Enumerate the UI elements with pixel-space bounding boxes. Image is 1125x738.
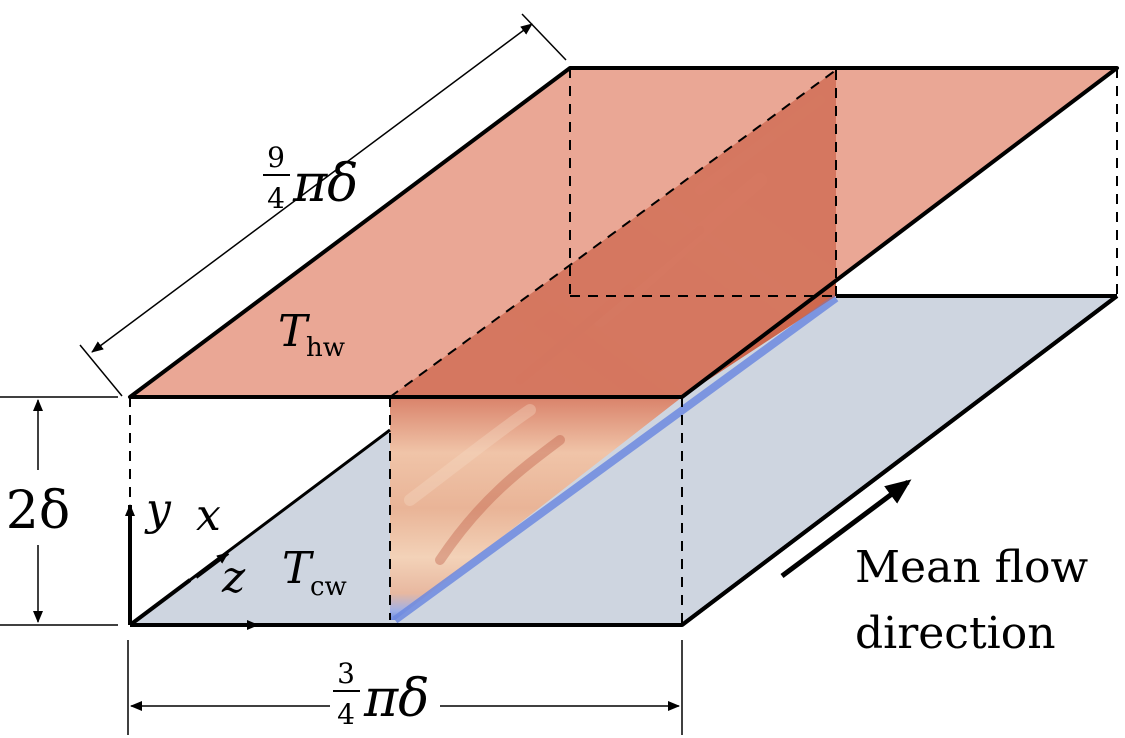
height-label: 2δ [6, 481, 70, 541]
flow-arrow [780, 479, 912, 579]
cold-wall [130, 296, 1117, 625]
svg-text:πδ: πδ [363, 669, 429, 729]
slice-lower-band [390, 397, 682, 620]
svg-text:T: T [278, 306, 311, 357]
length-dimension [79, 13, 567, 397]
axes [125, 504, 259, 630]
width-dimension [127, 640, 683, 735]
svg-text:cw: cw [310, 572, 347, 602]
svg-text:4: 4 [337, 698, 355, 731]
height-dimension [0, 396, 118, 626]
flow-label-line2: direction [855, 608, 1056, 659]
slice-cold-edge [392, 294, 839, 624]
svg-text:3: 3 [337, 657, 355, 690]
svg-text:4: 4 [267, 182, 285, 215]
cold-wall-label: T cw [282, 543, 347, 602]
svg-text:T: T [282, 543, 315, 594]
axis-y-label: y [144, 484, 172, 535]
axis-x-label: x [196, 490, 221, 541]
length-label: 9 4 πδ [263, 141, 358, 215]
svg-text:9: 9 [267, 141, 285, 174]
width-label: 3 4 πδ [333, 657, 429, 731]
svg-text:hw: hw [306, 333, 345, 363]
axis-z-label: z [221, 552, 246, 603]
cold-wall-back-edge [680, 294, 1119, 627]
svg-text:πδ: πδ [292, 154, 358, 214]
flow-label-line1: Mean flow [855, 542, 1088, 593]
x-axis-arrow [194, 551, 230, 579]
cold-wall-left-edge [129, 428, 391, 627]
hot-wall-label: T hw [278, 306, 345, 363]
